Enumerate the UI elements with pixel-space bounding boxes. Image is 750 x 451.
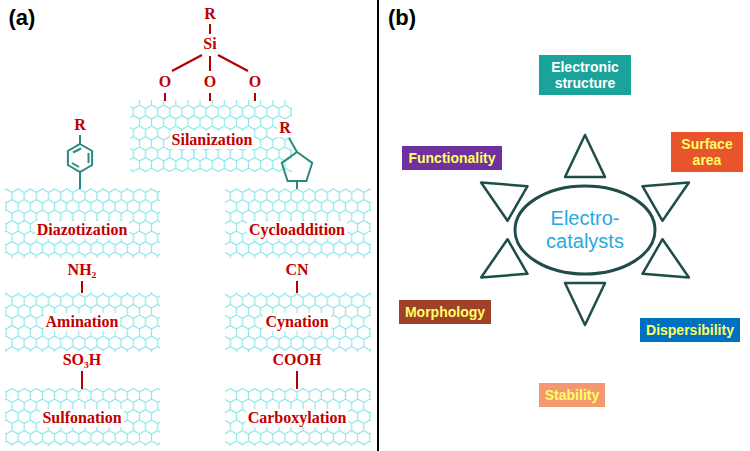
node-text: Electronic structure <box>545 59 625 91</box>
chem-label: Cycloaddition <box>247 221 347 239</box>
center-ellipse: Electro- catalysts <box>513 184 657 276</box>
property-box: Electronic structure <box>539 55 631 95</box>
node-text: Morphology <box>405 304 485 320</box>
property-box: Dispersibility <box>640 318 740 342</box>
chem-label: Carboxylation <box>246 409 349 427</box>
graphene-sheet <box>225 292 371 352</box>
node-text: Functionality <box>408 150 495 166</box>
chem-label: O <box>157 73 173 91</box>
property-box: Morphology <box>399 300 491 324</box>
chem-label: Cynation <box>263 313 330 331</box>
chem-label: COOH <box>271 351 324 369</box>
panel-label: (b) <box>386 6 418 30</box>
graphene-sheet <box>5 292 160 352</box>
chem-label: Silanization <box>170 131 255 149</box>
graphene-sheet <box>5 388 160 446</box>
chem-label: O <box>202 73 218 91</box>
chem-label: R <box>72 116 88 134</box>
node-text: Stability <box>545 387 599 403</box>
graphene-sheet <box>5 188 160 258</box>
chem-label: Si <box>201 35 218 53</box>
chem-label: Diazotization <box>35 221 130 239</box>
chem-label: NH₂ <box>66 261 99 279</box>
property-box: Stability <box>539 383 605 407</box>
ray-triangles <box>481 135 689 325</box>
node-text: Surface area <box>677 136 737 168</box>
panel-label: (a) <box>7 6 38 30</box>
chem-label: O <box>247 73 263 91</box>
property-box: Surface area <box>671 132 743 172</box>
chem-label: Sulfonation <box>40 409 123 427</box>
chem-label: Amination <box>44 313 121 331</box>
chem-label: R <box>277 119 293 137</box>
chem-label: CN <box>283 261 310 279</box>
node-text: Dispersibility <box>646 322 734 338</box>
chem-label: SO₃H <box>61 351 104 369</box>
divider-line <box>377 0 379 451</box>
node-text: Electro- catalysts <box>529 207 641 253</box>
graphene-sheet <box>130 100 292 172</box>
benzene-ring <box>68 135 92 189</box>
property-box: Functionality <box>402 146 501 170</box>
graphene-sheet <box>225 188 371 258</box>
graphene-sheet <box>225 388 371 446</box>
bond-lines <box>82 24 297 389</box>
chem-label: R <box>202 5 218 23</box>
cyclopentane-ring <box>282 138 312 189</box>
